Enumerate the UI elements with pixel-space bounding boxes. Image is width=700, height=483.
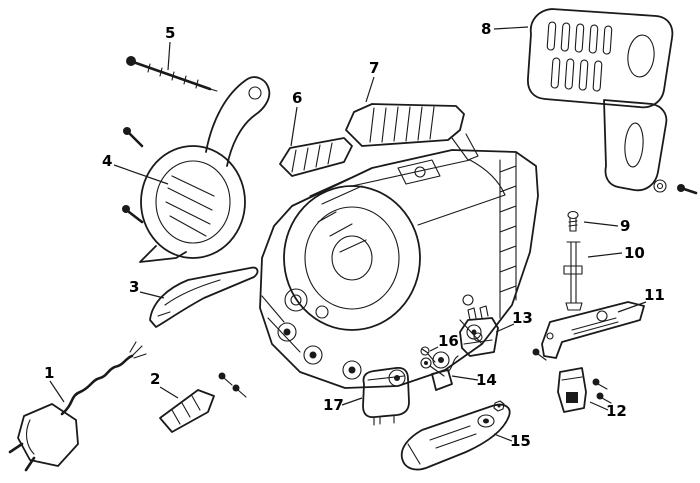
- leader-line-17: [341, 397, 363, 406]
- leader-line-6: [290, 106, 298, 147]
- callout-12: 12: [589, 401, 627, 420]
- part-12-block-drawing: [557, 367, 612, 413]
- part-number-13: 13: [512, 309, 533, 327]
- main-housing-drawing: [259, 149, 539, 389]
- callout-7: 7: [365, 59, 379, 103]
- part-number-1: 1: [44, 364, 54, 382]
- part-17-capacitor-drawing: [362, 366, 410, 426]
- part-16-screw-drawing: [420, 346, 436, 363]
- part-number-17: 17: [323, 396, 344, 414]
- callouts: 1 2 3 4 5 6 7 8: [44, 20, 665, 450]
- leader-line-9: [583, 221, 619, 227]
- leader-line-10: [587, 252, 623, 258]
- part-9-screw-drawing: [567, 210, 579, 232]
- leader-line-12: [589, 401, 609, 411]
- part-number-3: 3: [129, 278, 139, 296]
- callout-8: 8: [481, 20, 529, 38]
- part-4-hand-guard-drawing: [122, 76, 271, 263]
- leader-line-3: [139, 291, 165, 299]
- part-15-trigger-drawing: [400, 400, 511, 471]
- callout-3: 3: [129, 278, 165, 299]
- leader-line-7: [365, 76, 375, 103]
- part-13-switch-drawing: [459, 305, 499, 357]
- part-3-cover-plate-drawing: [149, 266, 259, 328]
- callout-6: 6: [290, 89, 302, 147]
- callout-14: 14: [451, 371, 497, 389]
- part-2-grommet-drawing: [159, 372, 247, 433]
- callout-9: 9: [583, 217, 630, 235]
- part-8-vent-cover-drawing: [527, 8, 698, 195]
- leader-line-14: [451, 375, 479, 381]
- callout-13: 13: [495, 309, 533, 333]
- part-number-11: 11: [644, 286, 665, 304]
- leader-line-11: [617, 301, 647, 313]
- part-5-bolt-drawing: [126, 56, 218, 92]
- part-number-16: 16: [438, 332, 459, 350]
- callout-5: 5: [165, 24, 175, 71]
- leader-line-2: [159, 386, 179, 399]
- part-11-bracket-drawing: [532, 301, 645, 361]
- callout-11: 11: [617, 286, 665, 313]
- callout-2: 2: [150, 370, 179, 399]
- part-number-10: 10: [624, 244, 645, 262]
- leader-line-5: [167, 41, 171, 71]
- part-7-handle-bar-drawing: [345, 103, 479, 161]
- part-10-tension-rod-drawing: [563, 241, 583, 311]
- part-6-grip-drawing: [279, 137, 353, 177]
- leader-line-15: [493, 433, 513, 442]
- callout-1: 1: [44, 364, 65, 403]
- callout-16: 16: [429, 332, 459, 352]
- part-number-8: 8: [481, 20, 491, 38]
- part-number-9: 9: [620, 217, 630, 235]
- part-number-5: 5: [165, 24, 175, 42]
- leader-line-1: [49, 380, 65, 403]
- leader-line-8: [493, 26, 529, 30]
- part-number-4: 4: [102, 152, 112, 170]
- part-number-7: 7: [369, 59, 379, 77]
- part-number-2: 2: [150, 370, 160, 388]
- part-number-6: 6: [292, 89, 302, 107]
- leader-line-13: [495, 323, 515, 333]
- callout-10: 10: [587, 244, 645, 262]
- part-number-15: 15: [510, 432, 531, 450]
- callout-4: 4: [102, 152, 169, 185]
- part-number-12: 12: [606, 402, 627, 420]
- leader-line-4: [113, 164, 169, 185]
- leader-line-16: [429, 346, 439, 352]
- callout-17: 17: [323, 396, 363, 414]
- part-number-14: 14: [476, 371, 497, 389]
- part-1-cord-plug-drawing: [8, 341, 147, 472]
- callout-15: 15: [493, 432, 531, 450]
- part-14-lever-drawing: [420, 355, 459, 391]
